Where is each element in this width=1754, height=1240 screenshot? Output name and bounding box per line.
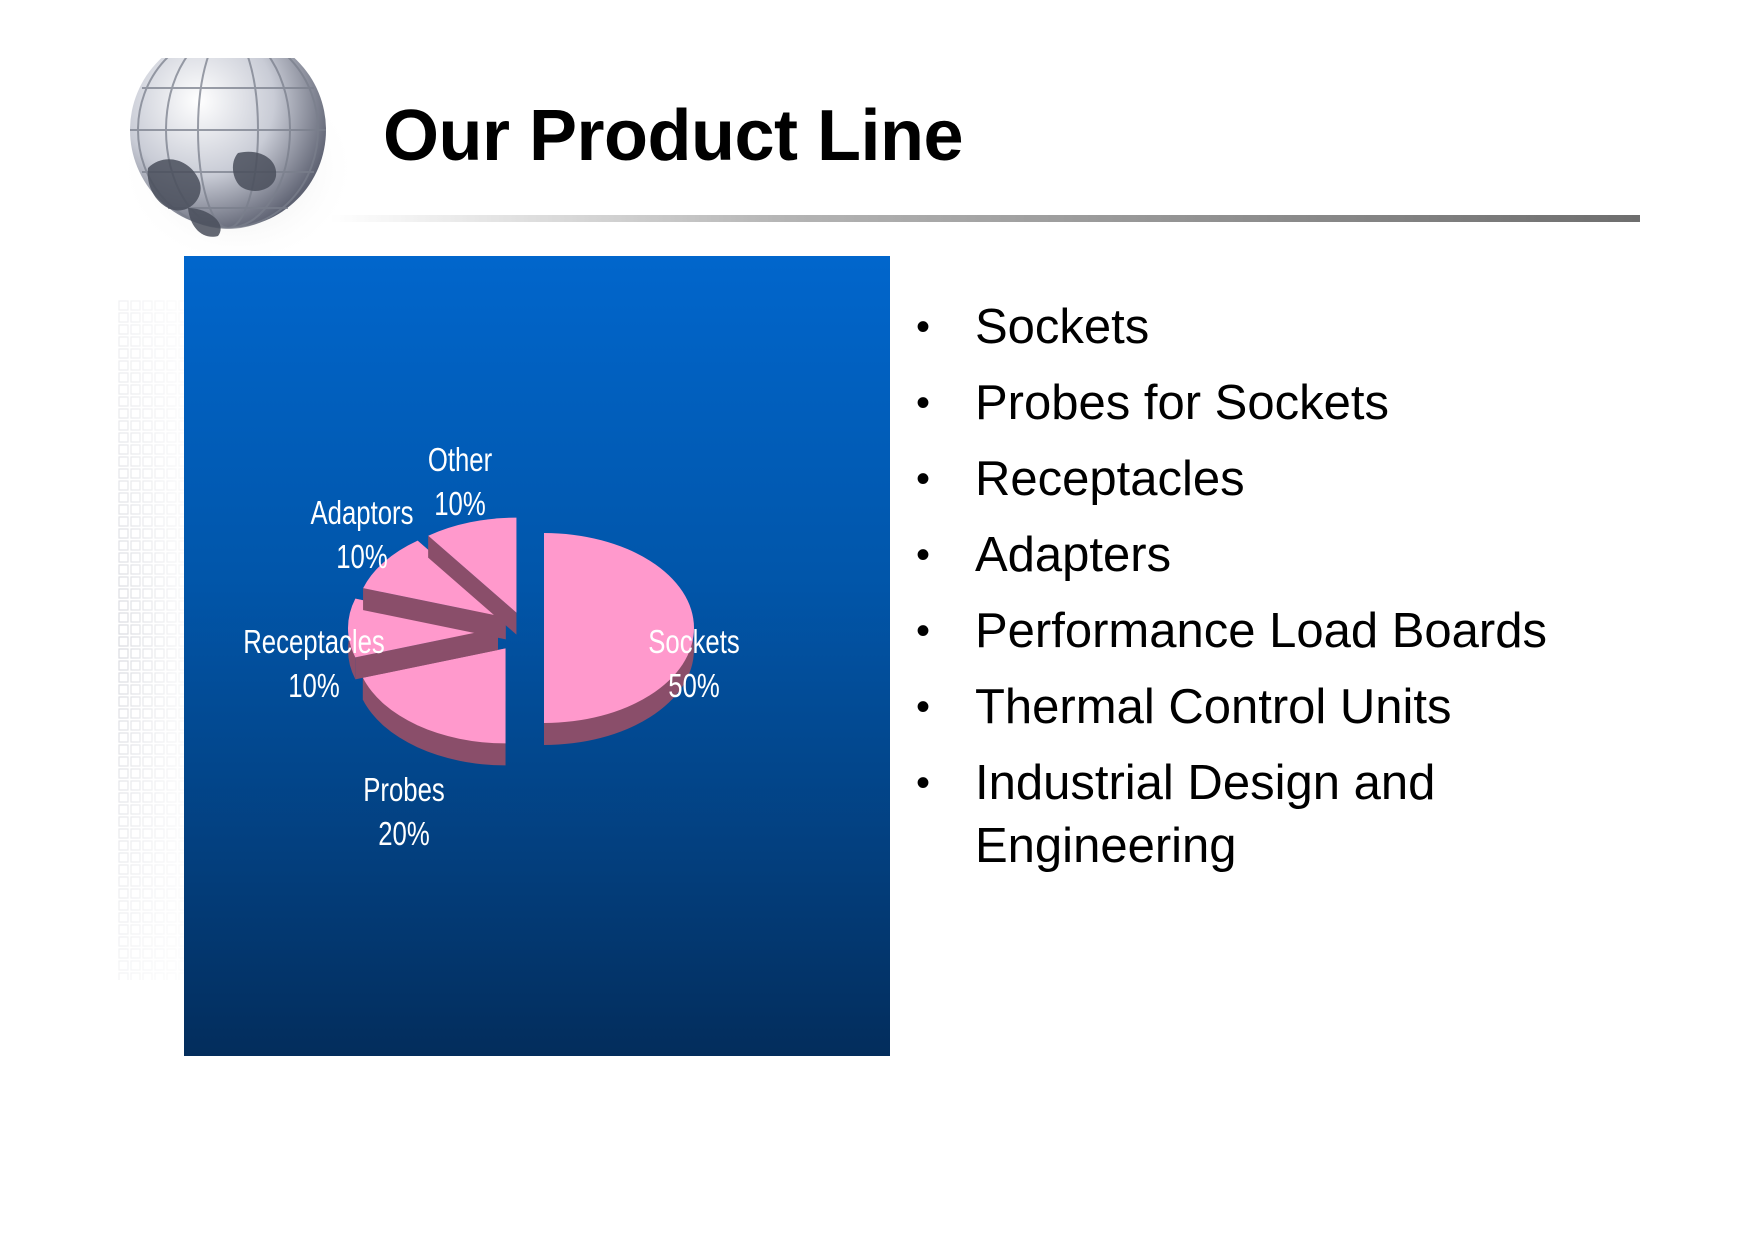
product-list-item: • Industrial Design and Engineering: [912, 752, 1632, 878]
pie-chart-panel: Sockets 50% Probes 20% Receptacles 10% Adaptor…: [184, 256, 890, 1056]
pie-label-name: Sockets: [648, 624, 740, 661]
pie-label-name: Other: [428, 442, 492, 479]
bullet-icon: •: [916, 761, 931, 805]
product-list-label: Thermal Control Units: [975, 680, 1452, 734]
pie-label-value: 10%: [336, 539, 387, 576]
slide-title: Our Product Line: [383, 96, 964, 176]
pie-slice-edge: [363, 540, 506, 640]
product-list-label: Sockets: [975, 300, 1150, 354]
pie-slice-adaptors: [363, 540, 506, 640]
product-list-label: Performance Load Boards: [975, 604, 1547, 658]
pie-slice-probes: [362, 648, 506, 766]
product-list-label: Receptacles: [975, 452, 1245, 506]
pie-label-name: Probes: [363, 772, 445, 809]
product-list-label: Probes for Sockets: [975, 376, 1389, 430]
pie-label-value: 20%: [378, 816, 429, 853]
pie-label-value: 10%: [434, 486, 485, 523]
pie-label-name: Receptacles: [243, 624, 385, 661]
bullet-icon: •: [916, 609, 931, 653]
pie-label-value: 50%: [668, 668, 719, 705]
bullet-icon: •: [916, 533, 931, 577]
title-underline: [330, 215, 1640, 222]
pie-slice-top: [428, 517, 517, 613]
grid-pattern: [118, 300, 188, 980]
product-list: •Sockets•Probes for Sockets•Receptacles•…: [912, 296, 1632, 891]
pie-slice-sockets: [544, 533, 694, 745]
product-list-item: • Adapters: [912, 524, 1632, 587]
pie-slice-top: [362, 648, 506, 744]
globe-icon: [128, 58, 348, 258]
pie-label-value: 10%: [288, 668, 339, 705]
pie-slice-other: [428, 517, 517, 635]
bullet-icon: •: [916, 685, 931, 729]
pie-slice-top: [363, 540, 506, 618]
bullet-icon: •: [916, 381, 931, 425]
product-list-item: • Thermal Control Units: [912, 676, 1632, 739]
product-list-item: • Receptacles: [912, 448, 1632, 511]
product-list-item: • Sockets: [912, 296, 1632, 359]
pie-slice-top: [544, 533, 694, 723]
bullet-icon: •: [916, 457, 931, 501]
pie-chart: Sockets 50% Probes 20% Receptacles 10% Adaptor…: [243, 442, 740, 853]
product-list-item: • Performance Load Boards: [912, 600, 1632, 663]
bullet-icon: •: [916, 305, 931, 349]
pie-slice-edge: [428, 517, 517, 635]
pie-label-name: Adaptors: [311, 495, 414, 532]
product-list-item: • Probes for Sockets: [912, 372, 1632, 435]
product-list-label: Adapters: [975, 528, 1172, 582]
product-list-label: Industrial Design and Engineering: [975, 756, 1436, 873]
